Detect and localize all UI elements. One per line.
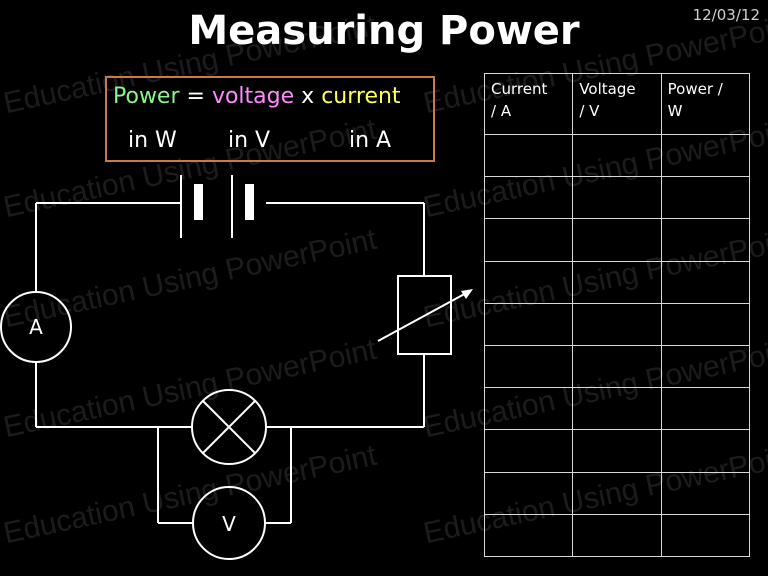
unit-voltage: in V bbox=[228, 128, 271, 153]
battery-icon bbox=[180, 175, 233, 238]
table-row bbox=[483, 429, 751, 473]
table-cell[interactable] bbox=[660, 429, 751, 473]
table-cell[interactable] bbox=[660, 218, 751, 262]
formula-current: current bbox=[321, 84, 401, 109]
table-row bbox=[483, 471, 751, 515]
cell-short-plate bbox=[245, 184, 254, 220]
formula-times: x bbox=[301, 84, 315, 109]
slide-title: Measuring Power bbox=[188, 8, 580, 54]
voltmeter-label: V bbox=[222, 512, 236, 536]
table-row bbox=[483, 260, 751, 304]
table-row bbox=[483, 218, 751, 262]
table-cell[interactable] bbox=[572, 302, 662, 346]
table-cell[interactable] bbox=[660, 344, 751, 389]
table-cell[interactable] bbox=[572, 218, 662, 262]
table-cell[interactable] bbox=[572, 513, 662, 558]
slide-date: 12/03/12 bbox=[692, 6, 760, 24]
table-row bbox=[483, 344, 751, 389]
table-row bbox=[483, 513, 751, 558]
header-voltage: Voltage/ V bbox=[572, 73, 662, 135]
results-table: Current/ A Voltage/ V Power /W bbox=[483, 73, 751, 558]
table-body bbox=[483, 133, 751, 558]
table-cell[interactable] bbox=[572, 260, 662, 304]
table-cell[interactable] bbox=[572, 176, 662, 220]
lamp-cross bbox=[202, 400, 256, 454]
variable-resistor-icon bbox=[397, 275, 452, 355]
table-row bbox=[483, 176, 751, 220]
table-cell[interactable] bbox=[483, 302, 574, 346]
unit-current: in A bbox=[349, 128, 392, 153]
table-cell[interactable] bbox=[483, 176, 574, 220]
table-cell[interactable] bbox=[483, 513, 574, 558]
lamp-icon bbox=[191, 389, 267, 465]
table-cell[interactable] bbox=[660, 387, 751, 431]
table-cell[interactable] bbox=[660, 260, 751, 304]
table-cell[interactable] bbox=[572, 471, 662, 515]
table-cell[interactable] bbox=[572, 387, 662, 431]
table-cell[interactable] bbox=[483, 387, 574, 431]
cell-short-plate bbox=[194, 184, 203, 220]
formula-equals: = bbox=[186, 84, 205, 109]
table-cell[interactable] bbox=[660, 302, 751, 346]
ammeter-label: A bbox=[29, 315, 43, 339]
header-current: Current/ A bbox=[483, 73, 574, 135]
table-row bbox=[483, 387, 751, 431]
table-cell[interactable] bbox=[572, 429, 662, 473]
table-cell[interactable] bbox=[572, 133, 662, 178]
table-cell[interactable] bbox=[483, 218, 574, 262]
table-cell[interactable] bbox=[483, 260, 574, 304]
table-row bbox=[483, 133, 751, 178]
formula-power: Power bbox=[113, 84, 180, 109]
variable-resistor-arrow bbox=[377, 290, 471, 342]
table-cell[interactable] bbox=[660, 513, 751, 558]
table-cell[interactable] bbox=[660, 133, 751, 178]
header-power: Power /W bbox=[660, 73, 751, 135]
formula: Power = voltage x current bbox=[113, 84, 401, 109]
formula-voltage: voltage bbox=[211, 84, 295, 109]
table-cell[interactable] bbox=[483, 471, 574, 515]
arrow-head-icon bbox=[461, 289, 473, 299]
unit-power: in W bbox=[128, 128, 177, 153]
table-cell[interactable] bbox=[483, 344, 574, 389]
ammeter-icon bbox=[0, 291, 72, 363]
table-cell[interactable] bbox=[660, 176, 751, 220]
voltmeter-icon bbox=[192, 486, 266, 560]
table-cell[interactable] bbox=[483, 133, 574, 178]
formula-box: Power = voltage x current in W in V in A bbox=[105, 76, 435, 162]
table-cell[interactable] bbox=[572, 344, 662, 389]
table-header-row: Current/ A Voltage/ V Power /W bbox=[483, 73, 751, 135]
table-cell[interactable] bbox=[660, 471, 751, 515]
table-row bbox=[483, 302, 751, 346]
table-cell[interactable] bbox=[483, 429, 574, 473]
